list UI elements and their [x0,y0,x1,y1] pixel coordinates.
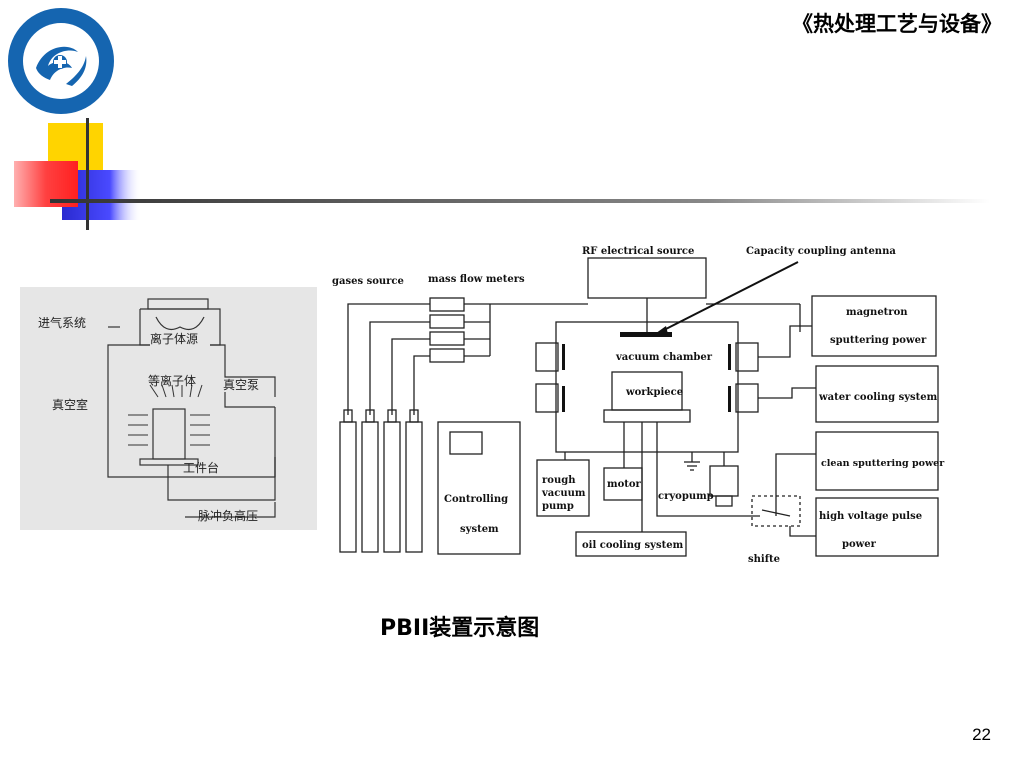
label-workpiece: workpiece [625,387,683,398]
label-vacuum-chamber: vacuum chamber [615,352,713,363]
label-rough: rough [542,475,576,486]
label-controlling: Controlling [444,494,508,505]
label-vacuum-chamber: 真空室 [52,397,88,412]
label-rough-vacuum: vacuum [541,488,586,499]
figure-caption: PBII装置示意图 [380,616,540,641]
label-antenna: Capacity coupling antenna [746,246,896,257]
label-clean-sputtering: clean sputtering power [821,458,945,469]
label-water-cooling: water cooling system [818,392,938,403]
label-ion-source: 离子体源 [150,331,198,346]
page-number: 22 [972,725,991,744]
label-controlling-system: system [460,524,499,535]
label-shifte: shifte [748,554,780,565]
label-pulse-hv: 脉冲负高压 [198,508,258,523]
label-mass-flow: mass flow meters [428,274,525,285]
label-work-stage: 工件台 [183,460,219,475]
label-plasma: 等离子体 [148,373,196,388]
label-hv-pulse: high voltage pulse [819,511,922,522]
label-hv-power: power [842,539,877,550]
university-logo [8,8,114,114]
label-rf-source: RF electrical source [582,246,694,257]
label-magnetron: magnetron [846,307,908,318]
label-gas-inlet: 进气系统 [38,315,86,330]
label-oil-cooling: oil cooling system [582,540,684,551]
label-motor: motor [607,479,642,490]
label-cryopump: cryopump [658,491,714,502]
label-vacuum-pump: 真空泵 [223,378,259,392]
course-title: 《热处理工艺与设备》 [792,11,1002,36]
pbii-english-schematic: RF electrical source Capacity coupling a… [332,246,945,565]
label-sputtering-power: sputtering power [830,335,927,346]
label-gases-source: gases source [332,276,404,287]
label-rough-pump: pump [542,501,574,512]
pbii-chinese-schematic: 进气系统 离子体源 等离子体 真空泵 真空室 工件台 脉冲负高压 [20,287,317,530]
decorative-header-bar [14,118,990,230]
